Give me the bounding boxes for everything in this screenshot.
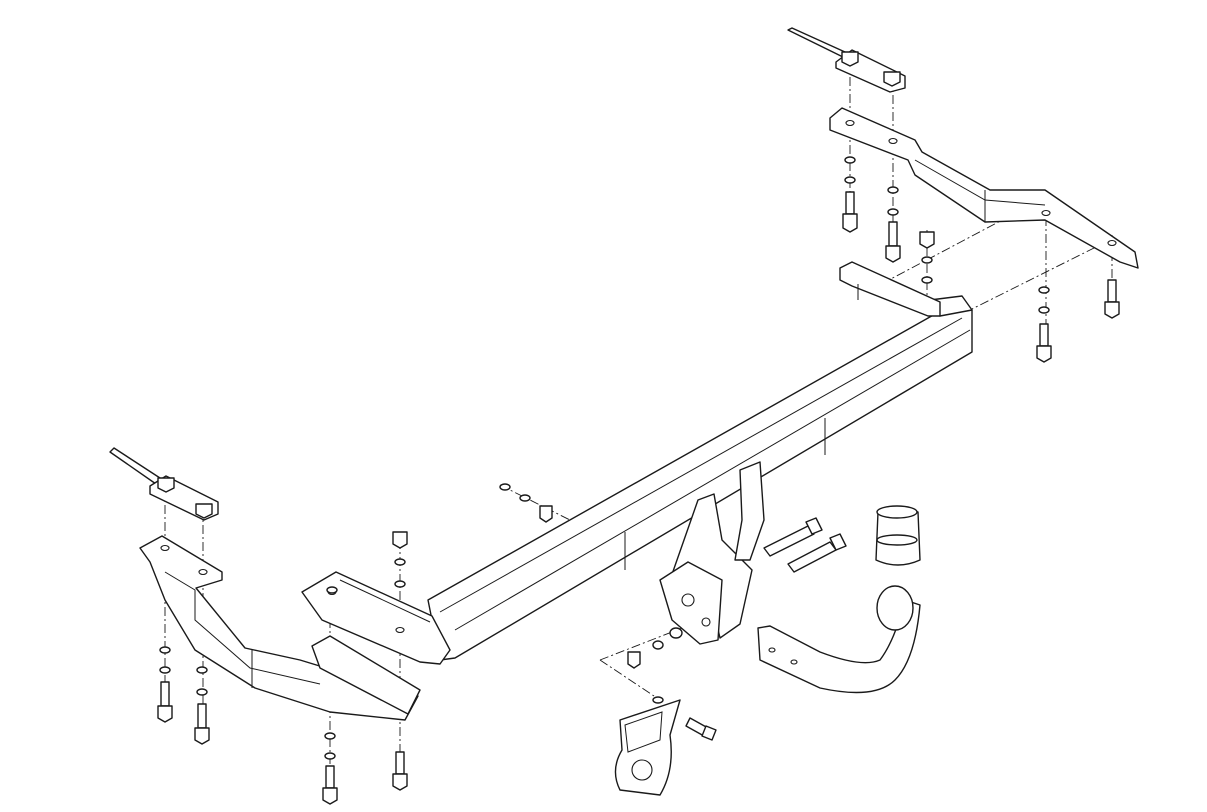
right-chassis-strap (787, 27, 906, 93)
socket-plate (614, 699, 681, 796)
tow-ball-neck (757, 585, 921, 694)
left-chassis-strap (109, 447, 219, 521)
left-side-bracket (139, 535, 421, 721)
tow-ball-cap (875, 505, 921, 566)
main-crossbar (301, 261, 973, 665)
center-mounting-plate (659, 461, 765, 645)
fastener-set (157, 156, 1120, 805)
right-side-bracket (829, 107, 1139, 269)
